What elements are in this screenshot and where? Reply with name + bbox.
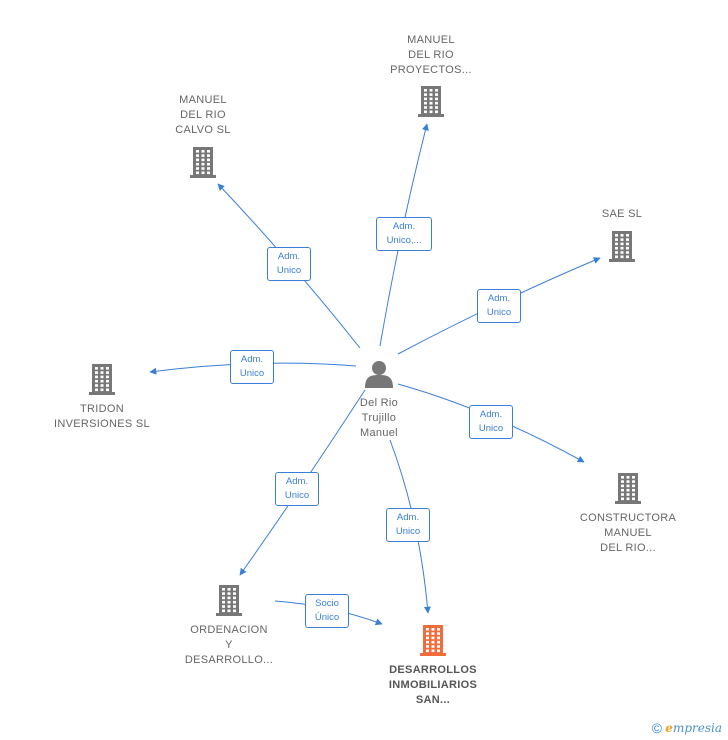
edges [149, 123, 601, 626]
relation-badge-desarrollos[interactable]: Adm. Unico [386, 508, 430, 542]
node-label: DESARROLLOS INMOBILIARIOS SAN... [373, 663, 493, 708]
relation-label: Adm. [487, 293, 511, 304]
node-label-line: DEL RIO [180, 109, 226, 121]
node-label: CONSTRUCTORA MANUEL DEL RIO... [568, 511, 688, 556]
node-label-line: SAN... [415, 694, 451, 706]
relation-label: Unico [284, 490, 310, 501]
relation-label: Unico [478, 423, 504, 434]
building-icon[interactable] [216, 585, 242, 616]
relation-label: Unico [486, 307, 512, 318]
building-icon[interactable] [190, 147, 216, 178]
relation-label: Unico [276, 265, 302, 276]
building-icon[interactable] [609, 231, 635, 262]
relation-label: Unico [239, 368, 265, 379]
relation-label: Socio [315, 598, 339, 609]
node-label: SAE SL [562, 207, 682, 222]
person-icon[interactable] [365, 361, 393, 388]
relation-label: Adm. [392, 221, 416, 232]
relation-label: Adm. [285, 476, 309, 487]
node-label-line: MANUEL [179, 94, 227, 106]
copyright[interactable]: © empresia [652, 720, 722, 736]
node-label-line: INVERSIONES SL [54, 418, 150, 430]
node-label-line: SAE SL [601, 208, 643, 220]
relation-label: Adm. [479, 409, 503, 420]
node-label-line: DEL RIO... [600, 542, 656, 554]
building-icon[interactable] [418, 86, 444, 117]
building-icon[interactable] [420, 625, 446, 656]
node-label-line: DESARROLLOS [389, 664, 477, 676]
node-label-line: TRIDON [80, 403, 124, 415]
relation-badge-sae[interactable]: Adm. Unico [477, 289, 521, 323]
building-icon[interactable] [89, 364, 115, 395]
relation-label: Unico,... [386, 235, 422, 246]
empresia-logo: empresia [665, 721, 722, 735]
node-label: MANUEL DEL RIO CALVO SL [143, 93, 263, 138]
relation-badge-constructora[interactable]: Adm. Unico [469, 405, 513, 439]
relation-label: Adm. [240, 354, 264, 365]
relation-badge-proyectos[interactable]: Adm. Unico,... [376, 217, 432, 251]
node-label: MANUEL DEL RIO PROYECTOS... [371, 33, 491, 78]
node-label: TRIDON INVERSIONES SL [42, 402, 162, 432]
node-label-line: MANUEL [407, 34, 455, 46]
node-label-line: Del Rio [359, 397, 399, 409]
icons [89, 86, 641, 656]
node-label-line: Manuel [360, 427, 398, 439]
node-label: ORDENACION Y DESARROLLO... [169, 623, 289, 668]
node-label-line: DEL RIO [408, 49, 454, 61]
node-label-line: DESARROLLO... [184, 654, 274, 666]
relation-badge-ordenacion[interactable]: Adm. Unico [275, 472, 319, 506]
node-label-line: ORDENACION [190, 624, 268, 636]
node-label-line: CALVO SL [175, 124, 231, 136]
node-label-line: Y [225, 639, 233, 651]
node-label-line: Trujillo [361, 412, 397, 424]
relation-label: Unico [395, 526, 421, 537]
node-label-line: INMOBILIARIOS [388, 679, 478, 691]
relation-badge-calvo[interactable]: Adm. Unico [267, 247, 311, 281]
relation-label: Adm. [277, 251, 301, 262]
relation-label: Adm. [396, 512, 420, 523]
copyright-icon: © [651, 720, 662, 736]
node-label-line: CONSTRUCTORA [579, 512, 677, 524]
relation-label: Único [314, 612, 340, 623]
node-label-line: MANUEL [604, 527, 652, 539]
node-label-line: PROYECTOS... [390, 64, 472, 76]
relation-badge-tridon[interactable]: Adm. Unico [230, 350, 274, 384]
building-icon[interactable] [615, 473, 641, 504]
